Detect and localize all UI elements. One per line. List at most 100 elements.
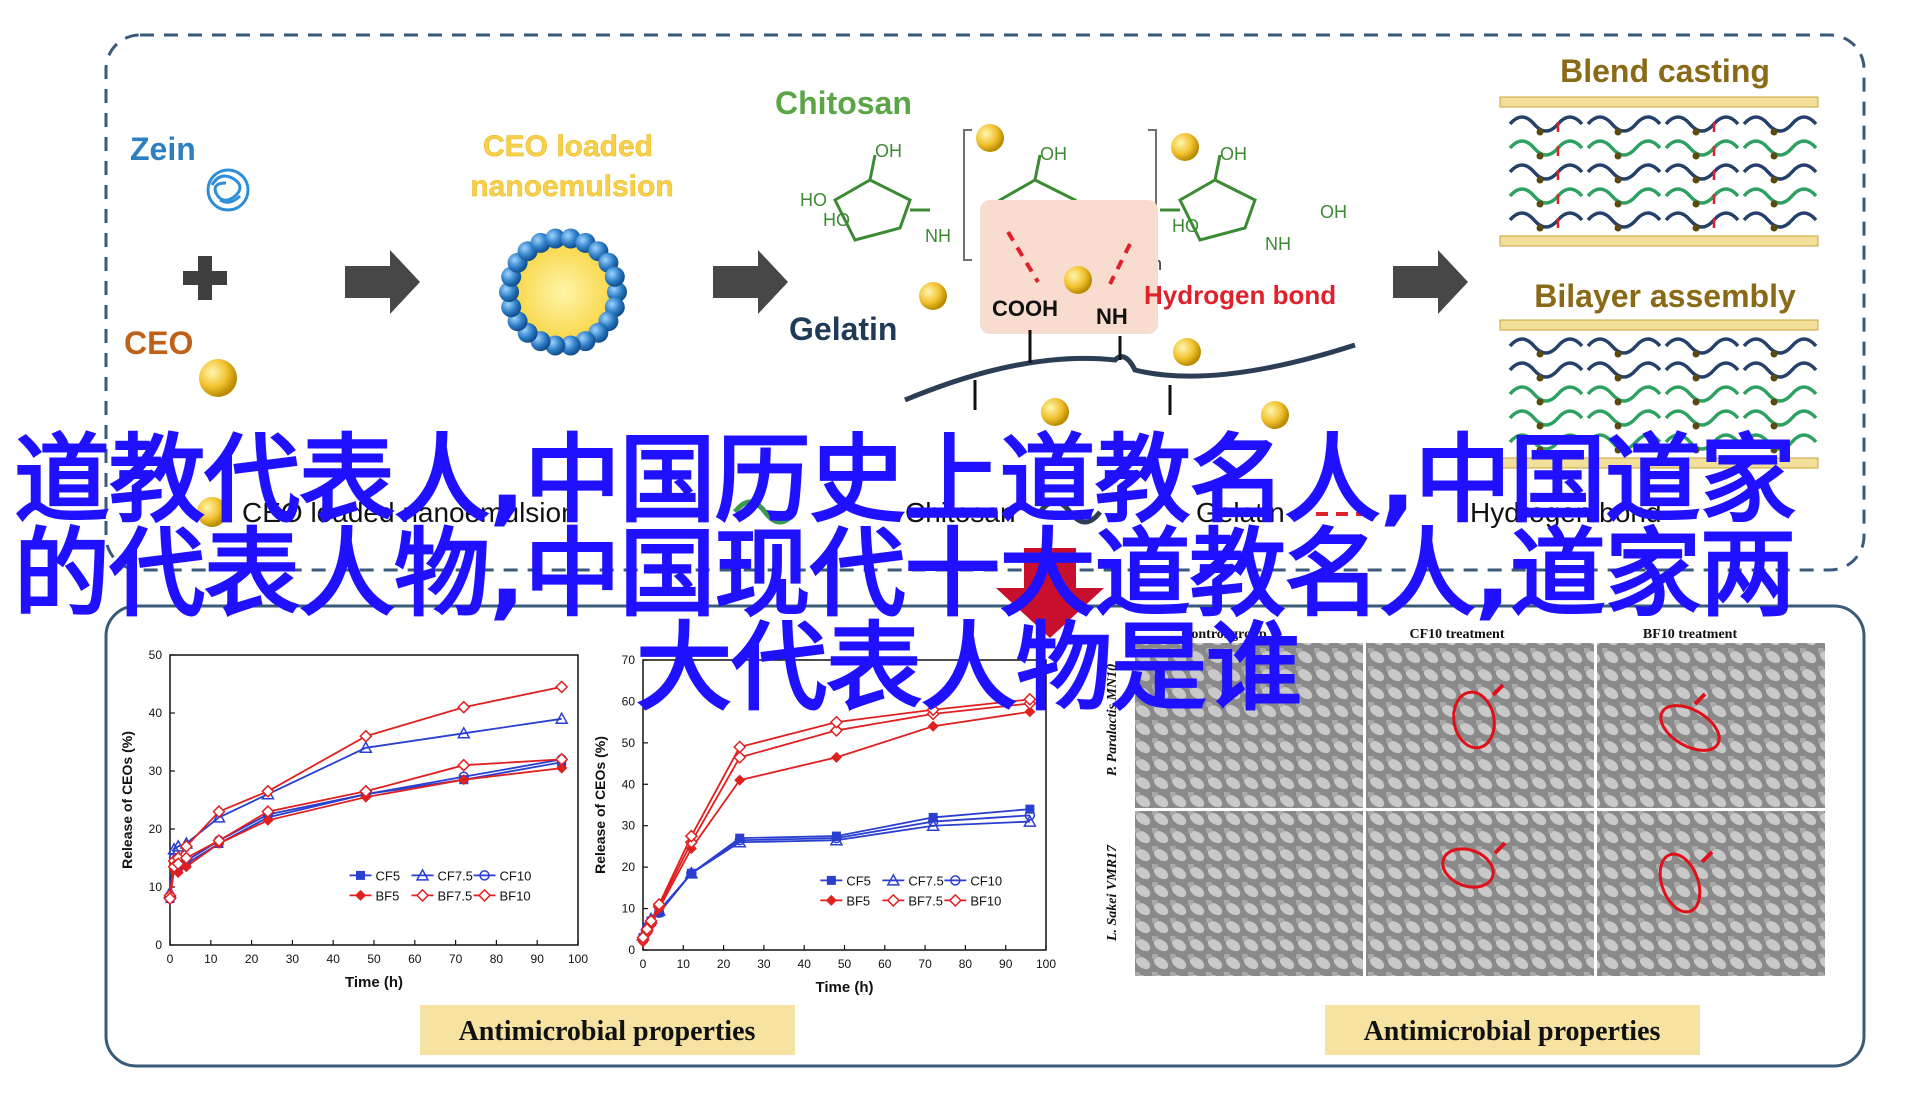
gelatin-strand (1664, 361, 1740, 379)
x-tick-label: 20 (717, 957, 731, 971)
gelatin-strand (1742, 361, 1818, 379)
sem-image-6 (1597, 811, 1825, 976)
zein-shell-particle (545, 228, 566, 249)
chitosan-label: Chitosan (775, 85, 912, 121)
x-tick-label: 90 (999, 957, 1013, 971)
x-tick-label: 100 (568, 952, 588, 966)
chitosan-strand (1664, 409, 1740, 427)
gelatin-strand (1742, 163, 1818, 181)
ceo-droplets (919, 124, 1289, 429)
legend-label-cf7-5: CF7.5 (908, 873, 943, 888)
legend-label-bf10: BF10 (970, 893, 1001, 908)
ceo-particle (1614, 152, 1622, 160)
data-point-bf7-5 (212, 805, 226, 819)
gelatin-strand (1508, 361, 1584, 379)
ceo-particle (1536, 350, 1544, 358)
data-point-bf10 (457, 758, 471, 772)
gelatin-strand (1508, 337, 1584, 355)
blend-casting-bottom-plate (1499, 235, 1819, 247)
bilayer-film (1508, 337, 1818, 454)
legend-marker-cf7-5 (886, 873, 901, 886)
top-panel-border (104, 33, 1866, 572)
zein-shell-particle (604, 266, 625, 287)
ceo-particle (1770, 176, 1778, 184)
damage-marker-3 (1441, 847, 1495, 889)
data-point-cf10 (734, 834, 745, 846)
y-tick-label: 60 (622, 694, 636, 708)
ceo-particle (1614, 128, 1622, 136)
nanoemulsion-label-line2: nanoemulsion (470, 170, 673, 203)
x-tick-label: 50 (838, 957, 852, 971)
gelatin-strand (1586, 163, 1662, 181)
arrow-icon-3 (1393, 250, 1468, 314)
chitosan-oh-4: OH (1320, 202, 1347, 222)
x-tick-label: 30 (286, 952, 300, 966)
legend-label-cf7-5: CF7.5 (438, 868, 473, 883)
chitosan-strand (1664, 187, 1740, 205)
legend-marker-bf5 (825, 894, 837, 906)
chitosan-oh-3: OH (1220, 144, 1247, 164)
ceo-particle (1536, 152, 1544, 160)
ceo-particle (1692, 374, 1700, 382)
gelatin-strand (1742, 211, 1818, 229)
chitosan-ho-2: HO (823, 210, 850, 230)
ceo-particle (1692, 200, 1700, 208)
chitosan-strand (1664, 139, 1740, 157)
x-tick-label: 0 (167, 952, 174, 966)
legend-marker-bf10 (948, 893, 962, 907)
data-point-cf10 (927, 816, 939, 827)
data-point-bf10 (212, 834, 226, 848)
top-legend: CEO loaded nanoemulsion Chitosan Gelatin… (197, 497, 1661, 528)
ceo-particle (1692, 398, 1700, 406)
blend-casting-film (1508, 115, 1818, 232)
damage-arrow-1 (1491, 683, 1505, 697)
chitosan-strand (1508, 385, 1584, 403)
ceo-particle (1770, 200, 1778, 208)
gelatin-strand (1508, 115, 1584, 133)
x-tick-label: 10 (204, 952, 218, 966)
y-tick-label: 10 (149, 880, 163, 894)
chitosan-strand (1586, 139, 1662, 157)
ceo-particle (1536, 128, 1544, 136)
x-tick-label: 60 (408, 952, 422, 966)
chitosan-strand (1586, 187, 1662, 205)
legend-label-cf5: CF5 (376, 868, 401, 883)
legend-marker-cf5 (826, 875, 836, 885)
data-point-bf10 (179, 851, 193, 865)
caption-left: Antimicrobial properties (459, 1016, 756, 1047)
legend-label-bf5: BF5 (376, 888, 400, 903)
legend-gelatin-swatch (1038, 499, 1102, 525)
zein-shell-particle (501, 297, 522, 318)
y-tick-label: 20 (149, 822, 163, 836)
gelatin-label: Gelatin (789, 311, 897, 347)
ceo-particle (1614, 224, 1622, 232)
legend-label-cf10: CF10 (500, 868, 532, 883)
hydrogen-bond-dash-1 (1006, 230, 1040, 284)
sem-column-header-bf10: BF10 treatment (1643, 627, 1738, 642)
ceo-particle (1770, 446, 1778, 454)
x-tick-label: 10 (677, 957, 691, 971)
damage-arrow-3 (1493, 841, 1507, 855)
data-point-bf7-5 (555, 680, 569, 694)
data-point-bf10 (555, 752, 569, 766)
gelatin-nh2-label: NH (1096, 304, 1128, 329)
gelatin-chain (904, 342, 1356, 403)
sem-row-label-1: P. Paralactis MN10 (1105, 664, 1120, 776)
data-point-bf10 (733, 740, 747, 754)
bottom-panel-border (104, 604, 1866, 1068)
ceo-particle (1770, 374, 1778, 382)
data-point-cf7-5 (456, 726, 471, 739)
nanoemulsion-droplet-icon (499, 228, 627, 356)
data-point-bf5 (1024, 706, 1036, 718)
gelatin-strand (1586, 211, 1662, 229)
gelatin-strand (1742, 115, 1818, 133)
gelatin-strand (1586, 337, 1662, 355)
zein-shell-particle (499, 282, 519, 302)
data-point-bf10 (359, 784, 373, 798)
plus-icon (183, 256, 227, 300)
data-point-bf10 (171, 857, 185, 871)
arrow-icon-2 (713, 250, 788, 314)
zein-shell-particle (560, 335, 581, 356)
